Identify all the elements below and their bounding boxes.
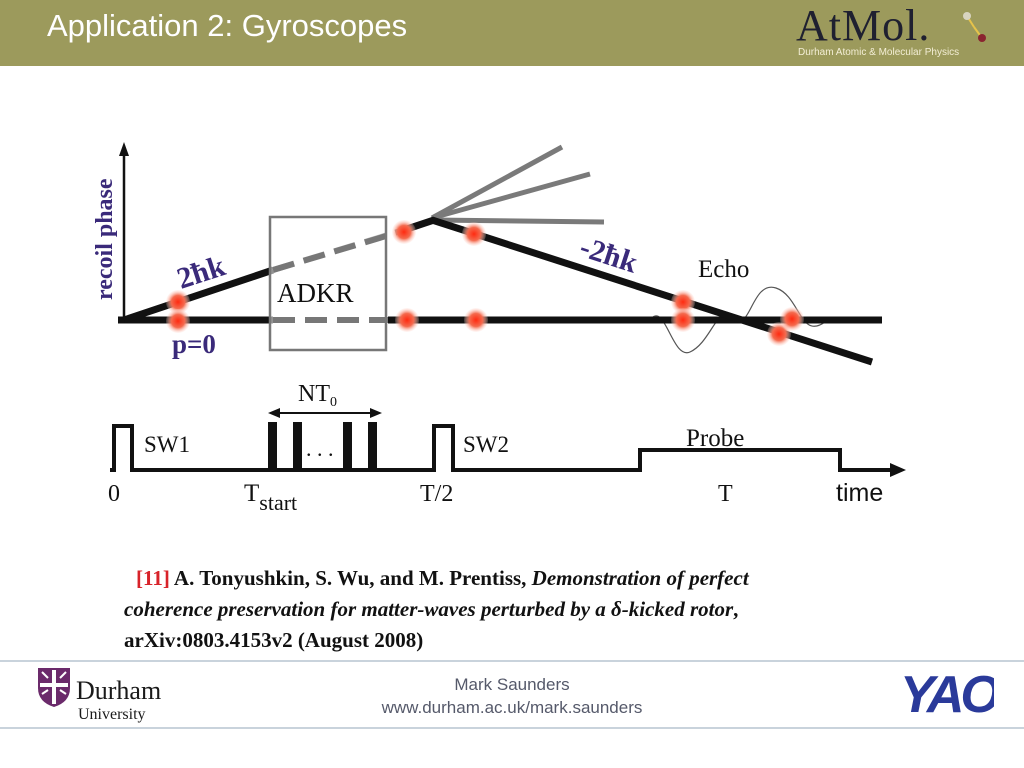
atom-dot: [464, 308, 488, 332]
citation-title-line-2: coherence preservation for matter-waves …: [124, 597, 734, 621]
atom-dot: [671, 308, 695, 332]
label-echo: Echo: [698, 256, 749, 283]
atmol-subtitle: Durham Atomic & Molecular Physics: [798, 47, 960, 58]
atmol-logo-text: AtMol.: [796, 1, 931, 50]
label-time-0: 0: [108, 481, 120, 507]
label-T: T: [718, 481, 733, 507]
molecule-icon: [963, 12, 986, 42]
kick-pulse: [368, 422, 377, 470]
nt0-arrow-left-icon: [268, 408, 280, 418]
durham-logo-name: Durham: [76, 676, 162, 705]
footer-divider: [0, 660, 1024, 662]
nt0-arrow-right-icon: [370, 408, 382, 418]
yao-logo-text: YAO: [900, 666, 994, 724]
label-sw2: SW2: [463, 432, 509, 457]
atom-dot: [671, 290, 695, 314]
yao-logo: YAO: [900, 666, 994, 724]
atom-dot: [780, 307, 804, 331]
atom-dot: [166, 290, 190, 314]
footer-divider: [0, 727, 1024, 729]
time-axis-arrow-icon: [890, 463, 906, 477]
y-axis-label: recoil phase: [92, 178, 118, 300]
adkr-label: ADKR: [277, 278, 354, 308]
fan-line: [431, 171, 591, 221]
citation: [11] A. Tonyushkin, S. Wu, and M. Prenti…: [124, 563, 864, 656]
pulse-sequence: [110, 424, 898, 472]
label-probe: Probe: [686, 425, 744, 452]
footer-author-url[interactable]: www.durham.ac.uk/mark.saunders: [381, 698, 643, 717]
label-tstart: Tstart: [244, 480, 297, 515]
fan-line: [430, 144, 564, 221]
citation-line-1: [11] A. Tonyushkin, S. Wu, and M. Prenti…: [124, 563, 864, 594]
slide-title: Application 2: Gyroscopes: [47, 8, 408, 43]
atom-dot: [462, 222, 486, 246]
atom-dot: [392, 220, 416, 244]
atmol-logo: AtMol. Durham Atomic & Molecular Physics: [796, 1, 996, 62]
durham-university-logo: Durham University: [36, 664, 196, 728]
label-time: time: [836, 479, 883, 507]
downward-path: [430, 216, 874, 366]
footer-author-name: Mark Saunders: [454, 675, 570, 694]
fan-line: [431, 217, 605, 225]
durham-logo-university: University: [78, 706, 146, 723]
label-t-half: T/2: [420, 481, 453, 507]
citation-title-line-1: Demonstration of perfect: [531, 566, 749, 590]
citation-comma: ,: [733, 597, 739, 621]
label-dots: . . .: [306, 436, 334, 461]
atom-dot: [395, 308, 419, 332]
kick-pulse: [343, 422, 352, 470]
kick-pulse: [293, 422, 302, 470]
label-nt0: NT0: [298, 381, 337, 410]
upward-path-dashed: [272, 233, 387, 273]
citation-arxiv: arXiv:0803.4153v2 (August 2008): [124, 628, 424, 652]
citation-ref: [11]: [136, 566, 170, 590]
label-sw1: SW1: [144, 432, 190, 457]
durham-crest-icon: [38, 668, 70, 707]
citation-authors: A. Tonyushkin, S. Wu, and M. Prentiss,: [173, 566, 527, 590]
gyroscope-diagram: recoil phase ADKR 2ħk -2ħk p=0 Echo NT0 …: [92, 142, 906, 515]
citation-line-2: coherence preservation for matter-waves …: [124, 594, 864, 625]
upward-path: [122, 266, 275, 324]
y-axis-arrow-icon: [119, 142, 129, 156]
header-bar: Application 2: Gyroscopes AtMol. Durham …: [0, 0, 1024, 66]
atom-dot: [166, 309, 190, 333]
kick-pulse: [268, 422, 277, 470]
footer-author-block: Mark Saunders www.durham.ac.uk/mark.saun…: [0, 673, 1024, 719]
label-p0: p=0: [172, 329, 216, 359]
